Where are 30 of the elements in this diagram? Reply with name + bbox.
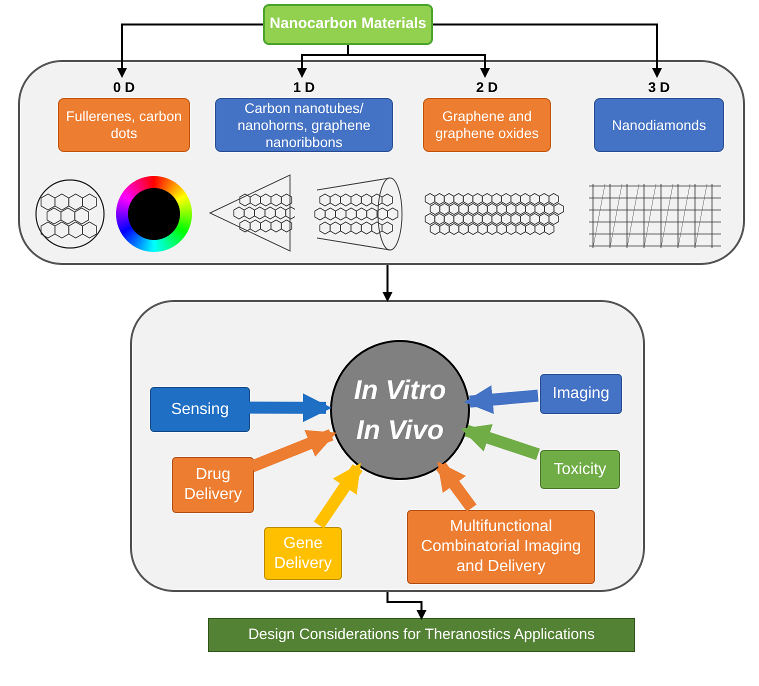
category-box: Nanodiamonds (594, 98, 724, 152)
block-arrow (248, 393, 332, 422)
application-box: Toxicity (540, 450, 620, 489)
application-box: Multifunctional Combinatorial Imaging and Delivery (407, 510, 595, 584)
block-arrow (460, 424, 540, 460)
dimension-label: 3 D (648, 78, 670, 96)
title-box: Nanocarbon Materials (263, 4, 433, 45)
arrow (382, 265, 392, 302)
application-box: Imaging (540, 374, 622, 414)
dimension-label: 2 D (476, 78, 498, 96)
category-box: Fullerenes, carbon dots (58, 98, 190, 152)
panel-background (18, 60, 745, 265)
category-box: Carbon nanotubes/ nanohorns, graphene nanoribbons (215, 98, 393, 152)
block-arrow (436, 461, 477, 512)
application-box: Drug Delivery (172, 457, 254, 513)
circle-text: In Vitro (354, 374, 446, 407)
circle-text: In Vivo (356, 414, 444, 447)
block-arrow (250, 429, 337, 472)
panel-background (130, 300, 645, 592)
arrow (386, 592, 426, 620)
dimension-label: 1 D (293, 78, 315, 96)
dimension-label: 0 D (113, 78, 135, 96)
application-box: Gene Delivery (264, 527, 342, 580)
block-arrow (314, 462, 363, 528)
block-arrow (464, 385, 539, 414)
arrow (117, 24, 263, 78)
outcome-box: Design Considerations for Theranostics Applications (208, 618, 635, 652)
arrow (433, 24, 662, 78)
application-box: Sensing (150, 387, 250, 432)
category-box: Graphene and graphene oxides (423, 98, 551, 152)
